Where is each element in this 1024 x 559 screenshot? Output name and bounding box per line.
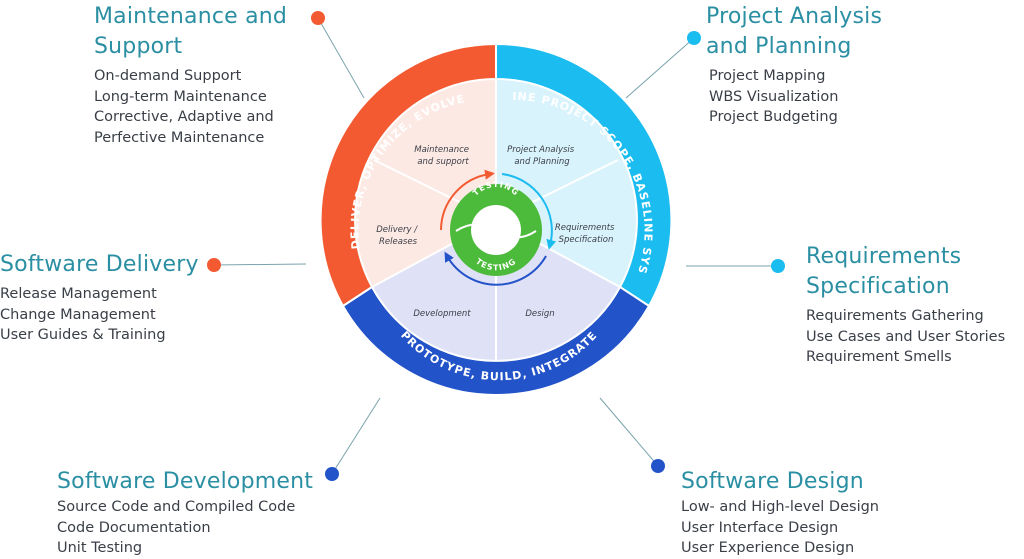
list-item: Corrective, Adaptive and xyxy=(94,109,274,125)
connector-delivery xyxy=(213,263,307,266)
list-item: Release Management xyxy=(0,286,157,302)
analysis-title: Project Analysis and Planning xyxy=(706,4,883,59)
list-item: User Experience Design xyxy=(681,540,855,556)
requirements-title: Requirements Specification xyxy=(806,244,962,299)
orange-dot-icon xyxy=(311,11,325,25)
list-item: Use Cases and User Stories xyxy=(806,328,1006,345)
connector-maintenance xyxy=(317,17,365,99)
orange-dot-icon xyxy=(207,258,221,272)
blue-dot-icon xyxy=(651,459,665,473)
list-item: Requirements Gathering xyxy=(806,308,984,324)
arrow-cyan-icon xyxy=(501,173,557,250)
inner-label-delivery: Delivery / Releases xyxy=(376,225,420,247)
design-block: Software Design Low- and High-level Desi… xyxy=(681,467,921,559)
list-item: Change Management xyxy=(0,306,156,323)
list-item: Code Documentation xyxy=(57,519,211,536)
development-list: Source Code and Compiled Code Code Docum… xyxy=(57,497,337,559)
inner-label-analysis: Project Analysis and Planning xyxy=(507,145,577,167)
list-item: Project Mapping xyxy=(709,68,826,84)
list-item: Low- and High-level Design xyxy=(681,499,879,515)
cyan-dot-icon xyxy=(687,31,701,45)
list-item: Perfective Maintenance xyxy=(94,129,265,146)
testing-ring xyxy=(450,184,542,276)
cyan-dot-icon xyxy=(771,259,785,273)
delivery-block: Software Delivery Release Management Cha… xyxy=(0,250,240,346)
development-block: Software Development Source Code and Com… xyxy=(57,467,337,559)
cycle-arrows xyxy=(440,169,557,286)
list-item: Project Budgeting xyxy=(709,109,838,125)
analysis-block: Project Analysis and Planning Project Ma… xyxy=(706,2,946,128)
blue-dot-icon xyxy=(325,467,339,481)
ring-blue xyxy=(341,285,651,397)
delivery-title: Software Delivery xyxy=(0,252,199,277)
maintenance-title: Maintenance and Support xyxy=(94,4,288,59)
list-item: Requirement Smells xyxy=(806,349,952,365)
inner-label-requirements: Requirements Specification xyxy=(555,223,617,245)
delivery-list: Release Management Change Management Use… xyxy=(0,284,240,346)
inner-label-development: Development xyxy=(413,309,471,319)
connector-analysis xyxy=(625,37,695,99)
list-item: Source Code and Compiled Code xyxy=(57,499,296,515)
list-item: Long-term Maintenance xyxy=(94,88,267,105)
list-item: Unit Testing xyxy=(57,540,143,556)
design-list: Low- and High-level Design User Interfac… xyxy=(681,497,921,559)
connector-development xyxy=(331,397,381,475)
requirements-block: Requirements Specification Requirements … xyxy=(806,242,1021,368)
list-item: On-demand Support xyxy=(94,68,242,84)
maintenance-block: Maintenance and Support On-demand Suppor… xyxy=(94,2,334,148)
development-title: Software Development xyxy=(57,469,314,494)
design-title: Software Design xyxy=(681,469,864,494)
analysis-list: Project Mapping WBS Visualization Projec… xyxy=(709,66,946,128)
connector-design xyxy=(599,397,659,467)
arrow-blue-icon xyxy=(444,251,547,286)
list-item: User Interface Design xyxy=(681,519,839,536)
inner-label-design: Design xyxy=(525,309,554,319)
testing-swirl-icon xyxy=(455,223,537,239)
arrow-orange-icon xyxy=(440,169,495,231)
list-item: User Guides & Training xyxy=(0,327,166,343)
maintenance-list: On-demand Support Long-term Maintenance … xyxy=(94,66,334,148)
outer-ring xyxy=(319,42,673,397)
inner-label-maintenance: Maintenance and support xyxy=(414,145,471,167)
connector-lines xyxy=(213,17,778,475)
list-item: WBS Visualization xyxy=(709,88,839,105)
requirements-list: Requirements Gathering Use Cases and Use… xyxy=(806,306,1021,368)
